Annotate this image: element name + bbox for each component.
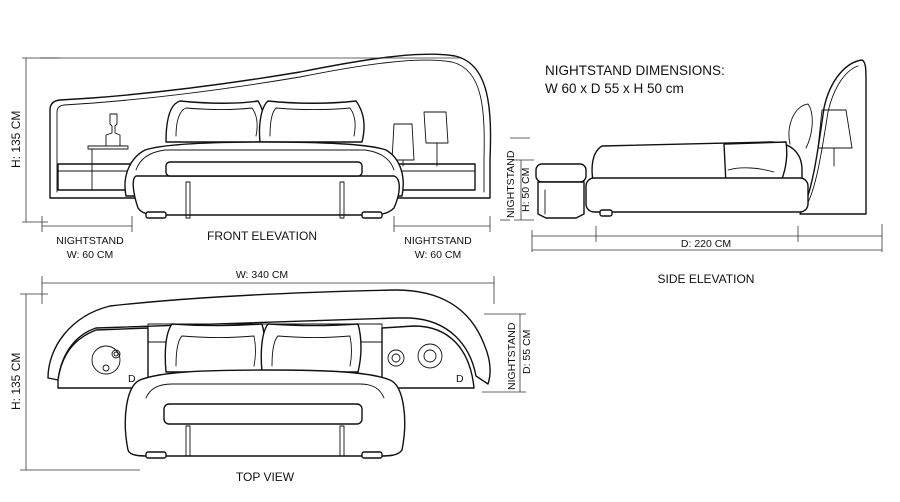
front-left-nightstand-width: W: 60 CM <box>67 249 113 261</box>
front-elevation: H: 135 CM NIGHTSTAND W: 60 CM FRONT ELEV… <box>9 53 492 261</box>
top-right-mark: D <box>456 373 464 385</box>
top-nightstand-label: NIGHTSTAND <box>506 322 518 390</box>
side-depth-label: D: 220 CM <box>681 238 731 250</box>
side-elevation: NIGHTSTAND H: 50 CM D: 220 CM SIDE ELEVA… <box>500 59 883 286</box>
side-nightstand-height: H: 50 CM <box>520 168 532 212</box>
front-elevation-title: FRONT ELEVATION <box>207 229 317 243</box>
side-nightstand-label: NIGHTSTAND <box>505 150 517 218</box>
front-right-nightstand-label: NIGHTSTAND <box>404 235 472 247</box>
top-view: D D W: 340 CM H: 135 CM <box>9 269 533 484</box>
front-height-label: H: 135 CM <box>9 111 23 168</box>
nightstand-dimensions-heading: NIGHTSTAND DIMENSIONS: <box>545 63 725 78</box>
nightstand-dimensions-note: NIGHTSTAND DIMENSIONS: W 60 x D 55 x H 5… <box>545 63 725 96</box>
front-left-nightstand-label: NIGHTSTAND <box>56 235 124 247</box>
top-view-title: TOP VIEW <box>236 470 295 484</box>
top-height-label: H: 135 CM <box>9 353 23 410</box>
top-nightstand-depth: D: 55 CM <box>521 330 533 374</box>
top-width-label: W: 340 CM <box>236 269 288 281</box>
nightstand-dimensions-values: W 60 x D 55 x H 50 cm <box>545 81 684 96</box>
top-left-mark: D <box>128 373 136 385</box>
front-right-nightstand-width: W: 60 CM <box>415 249 461 261</box>
side-elevation-title: SIDE ELEVATION <box>658 272 755 286</box>
